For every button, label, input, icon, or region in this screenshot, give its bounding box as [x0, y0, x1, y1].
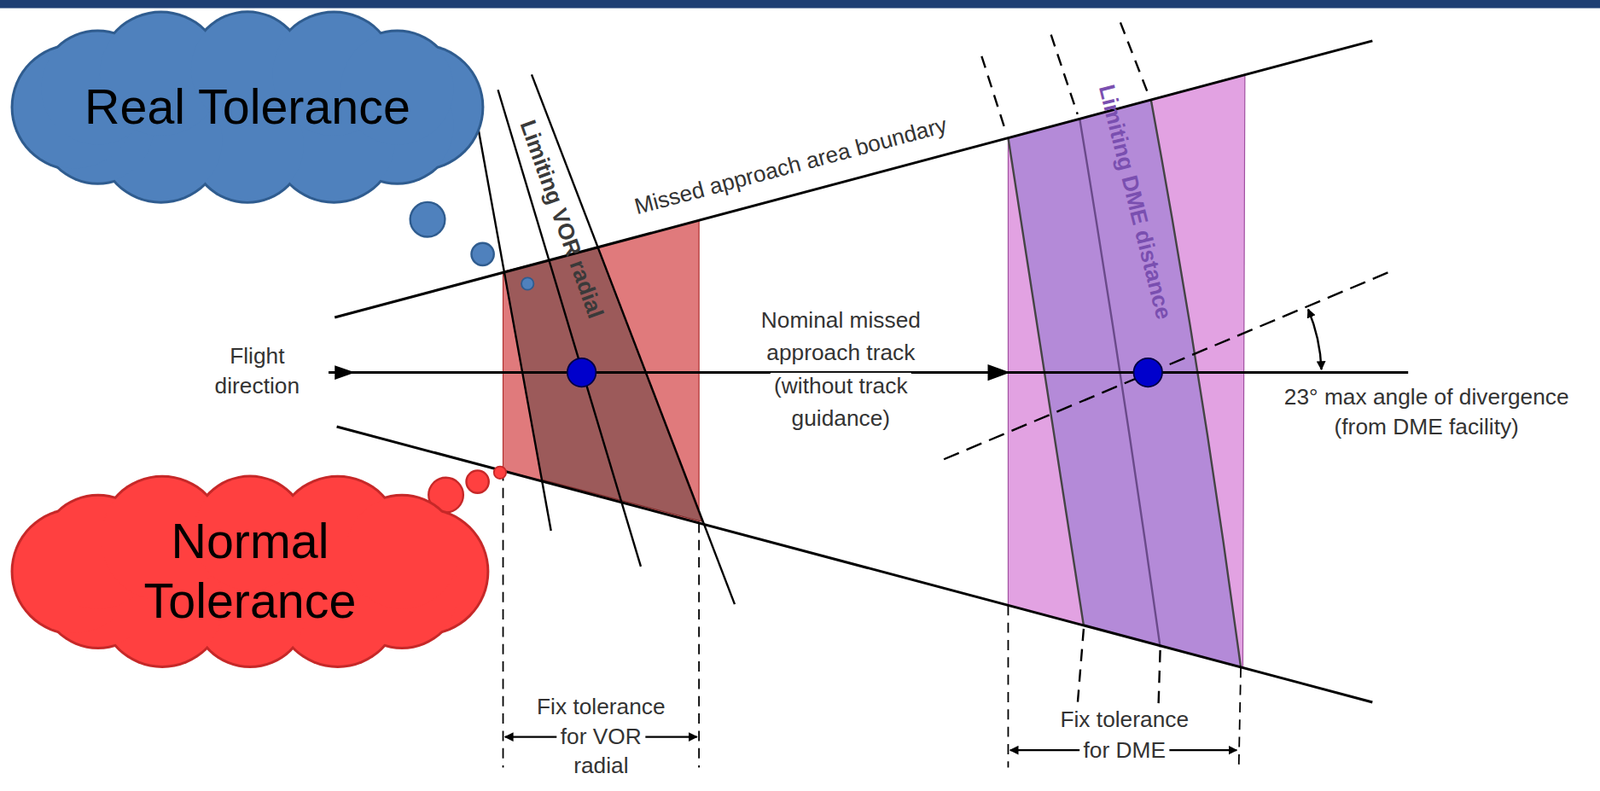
cloud-fill — [13, 477, 488, 667]
thought-bubble — [521, 277, 534, 290]
dme-arc — [1151, 99, 1241, 668]
cloud-outline — [11, 10, 485, 204]
fix-point — [567, 358, 596, 387]
label-holder: Nominal missed approach track (without t… — [744, 304, 938, 436]
dimension-label: Fix tolerance for VOR radial — [532, 693, 670, 778]
extension-line — [698, 522, 700, 768]
text-holder: Normal Tolerance — [10, 469, 490, 674]
fix-point — [1134, 358, 1163, 387]
thought-cloud: Normal Tolerance — [10, 469, 490, 674]
thought-bubble — [410, 202, 446, 238]
dme-arc — [1007, 137, 1083, 626]
label-holder: Fix tolerance for VOR radial — [532, 692, 670, 781]
cloud-shape — [10, 469, 490, 674]
arrow-head — [334, 365, 355, 380]
extension-line — [1239, 667, 1241, 768]
angle-label: 23° max angle of divergence (from DME fa… — [1284, 384, 1570, 439]
label-holder: Flight direction — [206, 342, 309, 401]
dme-arc-extension — [1077, 628, 1084, 705]
arrow-head — [988, 364, 1011, 381]
track-label: Nominal missed approach track (without t… — [756, 307, 926, 431]
cloud-text: Real Tolerance — [84, 77, 411, 137]
label-holder: 23° max angle of divergence (from DME fa… — [1262, 383, 1590, 442]
cloud-lobe — [345, 496, 459, 610]
top-bar — [0, 0, 1600, 9]
dme-arc-extension — [1120, 22, 1149, 96]
area-boundary — [334, 40, 1373, 318]
area-boundary — [337, 426, 1374, 703]
direction-label: Flight direction — [215, 343, 300, 398]
vor-radial-line — [498, 89, 641, 567]
thought-bubble — [465, 470, 489, 493]
dme-arc-extension — [1051, 34, 1078, 115]
cloud-outline — [11, 475, 490, 670]
text-holder: Real Tolerance — [10, 5, 485, 210]
thought-bubble — [471, 243, 494, 266]
thought-bubble — [494, 466, 507, 479]
dimension-label: Fix tolerance for DME — [1056, 706, 1193, 763]
extension-line — [1007, 605, 1010, 768]
angle-arc — [1308, 308, 1322, 370]
vor-tolerance-band — [504, 248, 703, 523]
dme-arc-extension — [1157, 650, 1160, 715]
cloud-fill — [13, 12, 483, 202]
thought-cloud: Real Tolerance — [10, 5, 485, 210]
label-holder: Fix tolerance for DME — [1047, 704, 1201, 766]
dme-arc-extension — [981, 56, 1007, 134]
extension-line — [502, 470, 505, 768]
dme-fix-area — [1007, 74, 1245, 668]
cloud-text: Normal Tolerance — [81, 512, 419, 631]
